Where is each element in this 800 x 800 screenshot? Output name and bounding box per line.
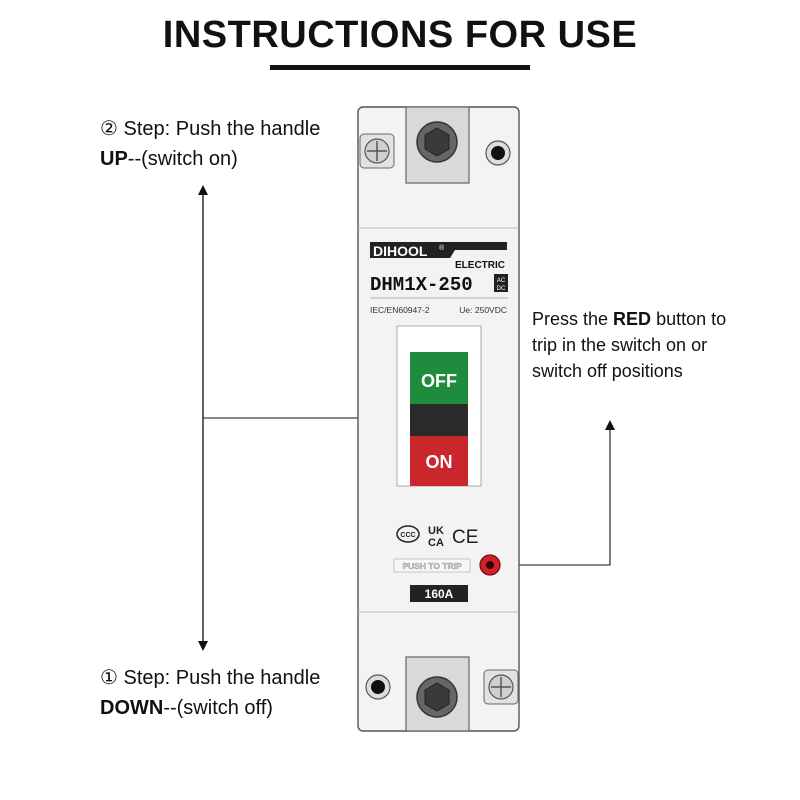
trip-post: button to trip in the switch on or switc… — [532, 309, 727, 381]
on-indicator — [410, 436, 468, 486]
brand-reg: ® — [439, 244, 445, 252]
page-title: INSTRUCTIONS FOR USE — [162, 14, 638, 56]
trip-instruction: Press the RED button to trip in the swit… — [532, 306, 732, 384]
breaker-handle[interactable] — [410, 404, 468, 436]
trip-pre: Press the — [532, 309, 614, 329]
ukca-top: UK — [428, 525, 444, 537]
brand-bar — [370, 242, 507, 258]
brand-name: DIHOOL — [373, 243, 428, 259]
off-label: OFF — [421, 371, 457, 391]
acdc-top: AC — [497, 278, 506, 284]
step-up-line1: Step: Push the handle — [117, 118, 321, 140]
trip-bold: RED — [613, 309, 652, 329]
acdc-bottom: DC — [497, 286, 506, 292]
push-to-trip-label-box — [393, 558, 471, 573]
step-down-instruction: ① Step: Push the handle DOWN--(switch of… — [100, 663, 320, 723]
off-indicator — [410, 352, 468, 404]
standard-text: IEC/EN60947-2 — [370, 305, 430, 315]
step-up-instruction: ② Step: Push the handle UP--(switch on) — [100, 114, 320, 174]
step-number-1: ① — [100, 667, 118, 689]
on-label: ON — [426, 452, 453, 472]
step-down-bold: DOWN — [100, 697, 164, 719]
rating-badge — [410, 585, 468, 602]
trip-leader-line — [492, 420, 615, 566]
step-down-line1: Step: Push the handle — [117, 667, 321, 689]
step-up-bold: UP — [100, 148, 128, 170]
step-number-2: ② — [100, 118, 118, 140]
ce-mark: CE — [452, 527, 478, 548]
ukca-bottom: CA — [428, 537, 444, 549]
acdc-badge — [494, 274, 508, 292]
push-to-trip-label: PUSH TO TRIP — [402, 561, 462, 571]
brand-sub: ELECTRIC — [455, 260, 505, 271]
ccc-mark: CCC — [396, 525, 420, 543]
title-underline — [270, 65, 530, 70]
svg-text:CCC: CCC — [400, 532, 415, 539]
step-up-rest: --(switch on) — [127, 148, 238, 170]
voltage-text: Ue: 250VDC — [459, 305, 507, 315]
model-name: DHM1X-250 — [370, 274, 473, 296]
step-down-rest: --(switch off) — [163, 697, 273, 719]
rating-label: 160A — [425, 587, 454, 601]
